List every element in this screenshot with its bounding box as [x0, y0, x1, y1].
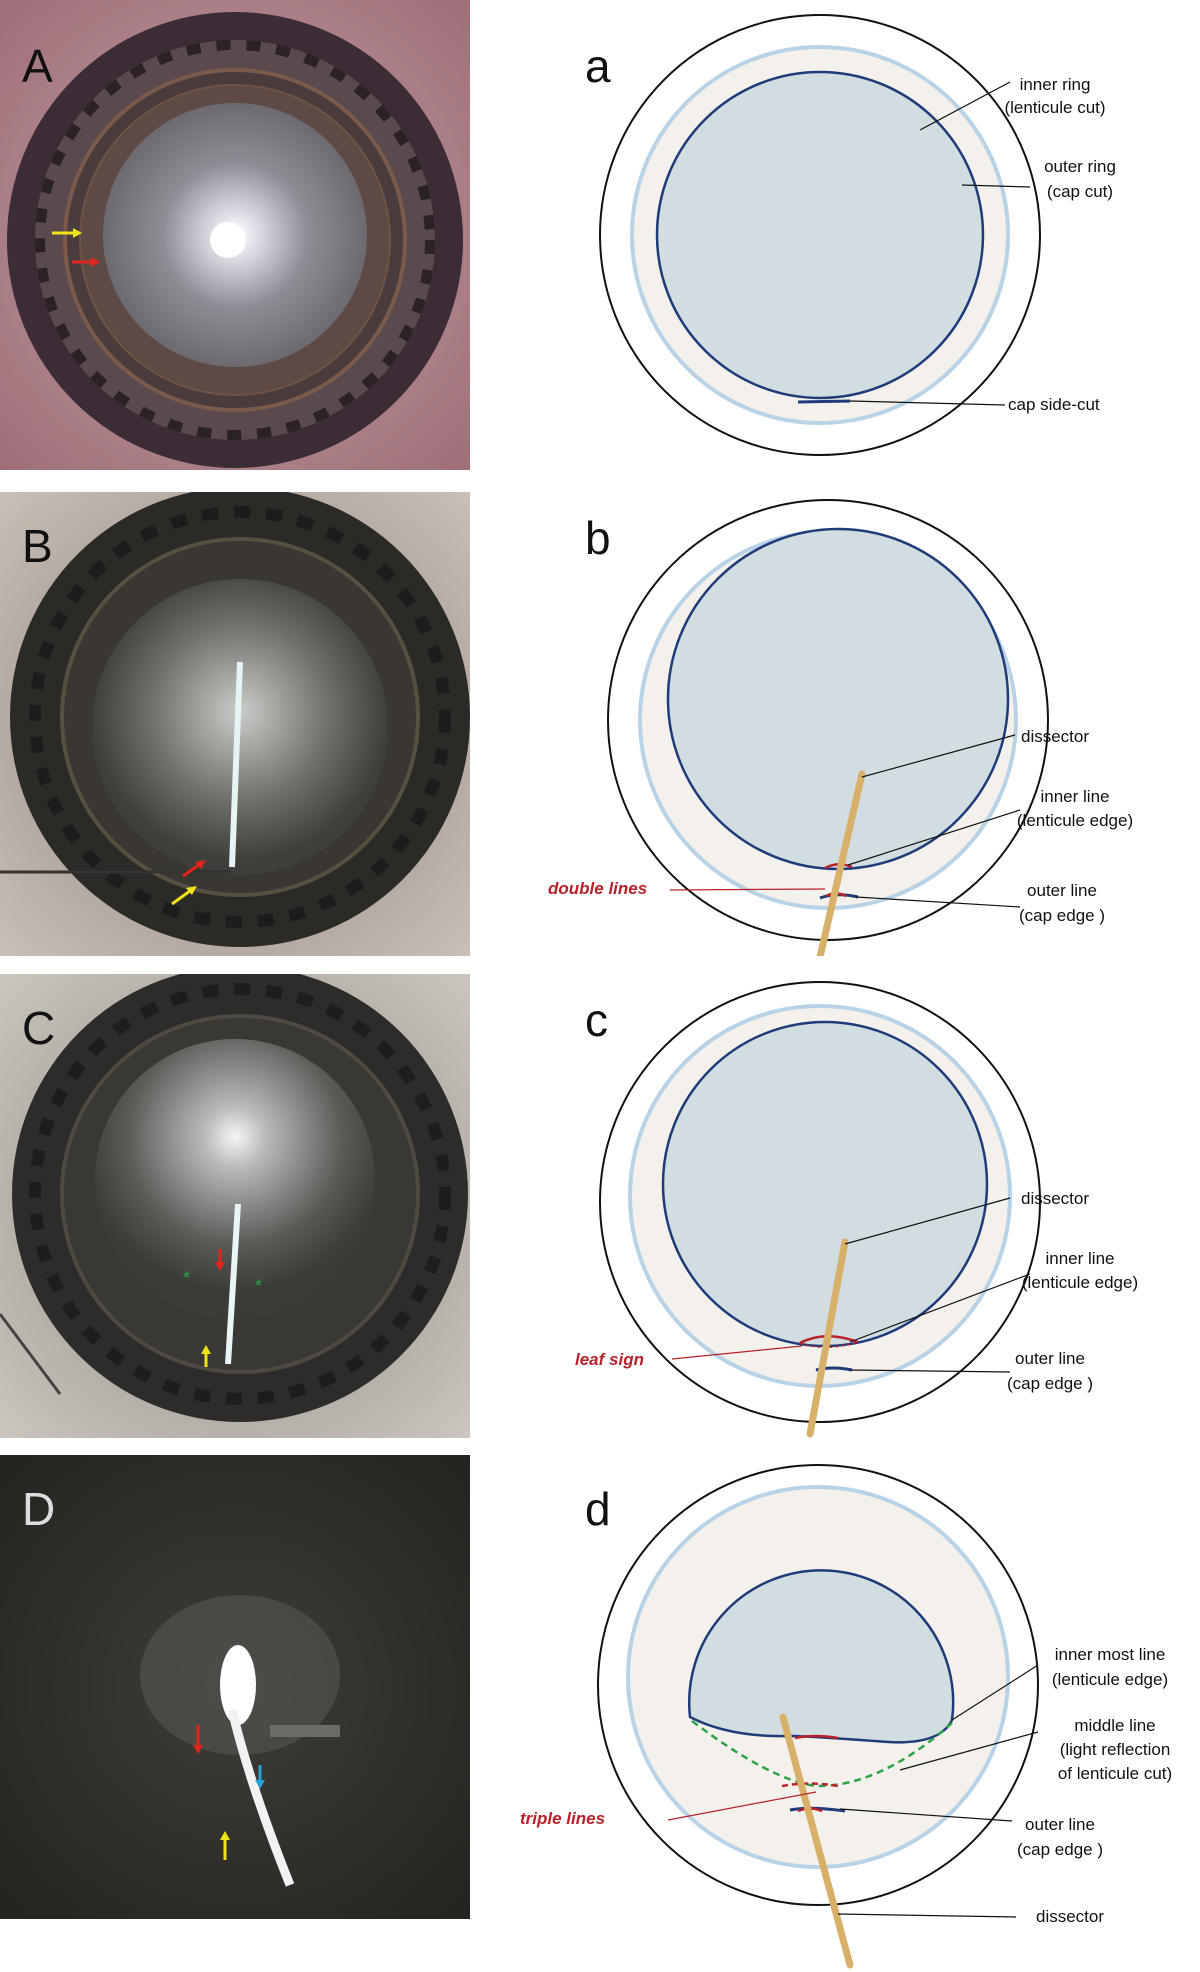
diagram-letter-a: a	[585, 40, 611, 92]
label-outer-line: outer line	[1015, 1349, 1085, 1368]
label-cap-sidecut: cap side-cut	[1008, 395, 1100, 414]
label-outer-line-sub: (cap edge )	[1019, 906, 1105, 925]
label-double-lines: double lines	[548, 879, 647, 898]
label-middle-line: middle line	[1074, 1716, 1155, 1735]
photo-letter-c: C	[22, 1002, 55, 1054]
label-outer-ring: outer ring	[1044, 157, 1116, 176]
label-outer-line-sub: (cap edge )	[1007, 1374, 1093, 1393]
suction-ring-teeth	[35, 40, 435, 440]
label-innermost-line-sub: (lenticule edge)	[1052, 1670, 1168, 1689]
label-dissector: dissector	[1021, 727, 1089, 746]
photo-letter-d: D	[22, 1483, 55, 1535]
label-outer-line-sub: (cap edge )	[1017, 1840, 1103, 1859]
label-inner-line: inner line	[1041, 787, 1110, 806]
diagram-letter-c: c	[585, 994, 608, 1046]
dissector-photo	[229, 661, 243, 868]
photo-panel-b: B	[0, 492, 470, 956]
label-triple-lines: triple lines	[520, 1809, 605, 1828]
label-middle-line-sub1: (light reflection	[1060, 1740, 1171, 1759]
dissector-shaft	[816, 770, 866, 956]
label-inner-line-sub: (lenticule edge)	[1022, 1273, 1138, 1292]
label-inner-ring-sub: (lenticule cut)	[1004, 98, 1105, 117]
diagram-c: c dissector inner line (lenticule edge) …	[575, 981, 1138, 1438]
diagram-letter-d: d	[585, 1483, 611, 1535]
lenticule-disc	[655, 70, 985, 400]
diagram-a: a inner ring (lenticule cut) outer ring …	[585, 14, 1116, 456]
cap-sidecut-mark	[797, 399, 851, 404]
photo-letter-b: B	[22, 520, 53, 572]
label-inner-line-sub: (lenticule edge)	[1017, 811, 1133, 830]
label-innermost-line: inner most line	[1055, 1645, 1166, 1664]
lenticule-disc	[688, 1569, 955, 1744]
label-inner-line: inner line	[1046, 1249, 1115, 1268]
diagram-b: b dissector inner line (lenticule edge) …	[548, 499, 1133, 956]
label-outer-line: outer line	[1025, 1815, 1095, 1834]
photo-panel-a: A	[0, 0, 470, 470]
label-dissector: dissector	[1036, 1907, 1104, 1926]
label-leaf-sign: leaf sign	[575, 1350, 644, 1369]
photo-panel-d: D	[0, 1455, 470, 1919]
diagram-letter-b: b	[585, 512, 611, 564]
svg-text:*: *	[255, 1276, 262, 1296]
photo-panel-c: * * C	[0, 974, 470, 1438]
label-middle-line-sub2: of lenticule cut)	[1058, 1764, 1172, 1783]
label-inner-ring: inner ring	[1020, 75, 1091, 94]
photo-letter-a: A	[22, 40, 53, 92]
label-outer-ring-sub: (cap cut)	[1047, 182, 1113, 201]
label-outer-line: outer line	[1027, 881, 1097, 900]
label-dissector: dissector	[1021, 1189, 1089, 1208]
diagram-d: d inner most line (lenticule edge) middl…	[520, 1464, 1172, 1969]
svg-text:*: *	[183, 1268, 190, 1288]
